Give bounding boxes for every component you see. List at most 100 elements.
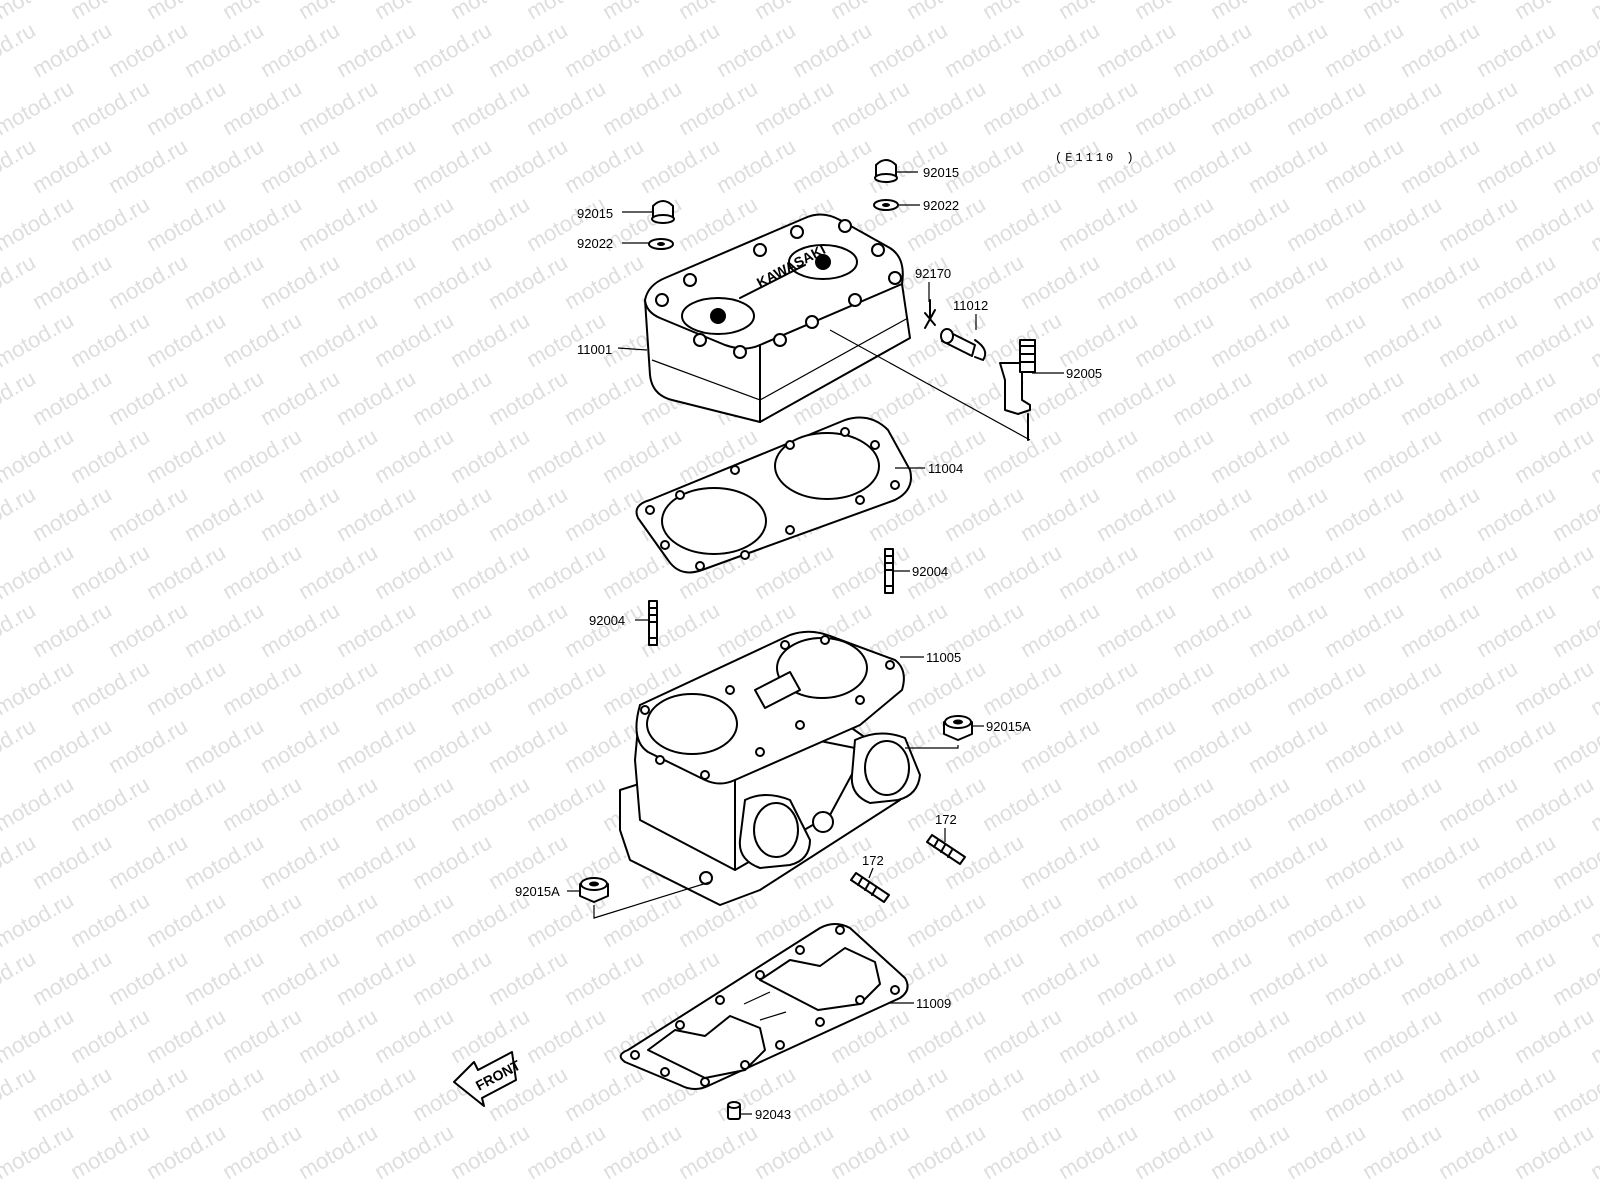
- watermark-text: motod.ru: [1434, 1119, 1522, 1184]
- nut-92015-left[interactable]: [651, 200, 675, 224]
- watermark-text: motod.ru: [1358, 423, 1446, 488]
- watermark-text: motod.ru: [864, 365, 952, 430]
- watermark-text: motod.ru: [408, 365, 496, 430]
- head-gasket[interactable]: [635, 416, 912, 574]
- bolt-hole: [695, 561, 705, 571]
- label-92004-right: 92004: [912, 564, 948, 579]
- nut-92015A-left[interactable]: [579, 877, 609, 903]
- watermark-text: motod.ru: [294, 0, 382, 24]
- watermark-text: motod.ru: [1510, 539, 1598, 604]
- watermark-text: motod.ru: [28, 713, 116, 778]
- watermark-text: motod.ru: [902, 655, 990, 720]
- watermark-text: motod.ru: [294, 423, 382, 488]
- watermark-text: motod.ru: [218, 191, 306, 256]
- watermark-text: motod.ru: [408, 17, 496, 82]
- stud-172-right[interactable]: [926, 834, 966, 865]
- label-11009: 11009: [916, 996, 951, 1011]
- nut-92015-right[interactable]: [874, 159, 898, 183]
- watermark-text: motod.ru: [66, 539, 154, 604]
- nut-92015A-right[interactable]: [943, 715, 973, 741]
- watermark-text: motod.ru: [370, 887, 458, 952]
- watermark-text: motod.ru: [1358, 1003, 1446, 1068]
- watermark-text: motod.ru: [1168, 481, 1256, 546]
- watermark-text: motod.ru: [0, 307, 78, 372]
- assembly-line-head-fitting: [829, 329, 1031, 441]
- watermark-text: motod.ru: [1092, 1061, 1180, 1126]
- watermark-text: motod.ru: [256, 481, 344, 546]
- watermark-text: motod.ru: [940, 17, 1028, 82]
- watermark-text: motod.ru: [1320, 1061, 1408, 1126]
- watermark-text: motod.ru: [1510, 887, 1598, 952]
- label-11012: 11012: [953, 298, 988, 313]
- watermark-text: motod.ru: [1396, 365, 1484, 430]
- watermark-text: motod.ru: [1396, 945, 1484, 1010]
- watermark-text: motod.ru: [598, 75, 686, 140]
- watermark-text: motod.ru: [1016, 17, 1104, 82]
- watermark-text: motod.ru: [940, 1061, 1028, 1126]
- clip-92170[interactable]: [924, 299, 936, 329]
- watermark-text: motod.ru: [256, 249, 344, 314]
- watermark-text: motod.ru: [902, 1003, 990, 1068]
- watermark-text: motod.ru: [142, 771, 230, 836]
- bolt-hole: [855, 495, 865, 505]
- watermark-text: motod.ru: [636, 133, 724, 198]
- label-92015-right: 92015: [923, 165, 959, 180]
- dowel-92043[interactable]: [727, 1101, 741, 1120]
- watermark-text: motod.ru: [1510, 423, 1598, 488]
- watermark-text: motod.ru: [332, 365, 420, 430]
- watermark-text: motod.ru: [1054, 75, 1142, 140]
- watermark-text: motod.ru: [1396, 713, 1484, 778]
- stud-92004-left[interactable]: [648, 600, 658, 646]
- watermark-text: motod.ru: [28, 945, 116, 1010]
- fitting-92005[interactable]: [999, 339, 1036, 441]
- bolt-hole: [755, 970, 765, 980]
- watermark-text: motod.ru: [446, 655, 534, 720]
- label-92170: 92170: [915, 266, 951, 281]
- watermark-text: motod.ru: [522, 655, 610, 720]
- watermark-text: motod.ru: [294, 887, 382, 952]
- watermark-text: motod.ru: [1282, 887, 1370, 952]
- watermark-text: motod.ru: [560, 945, 648, 1010]
- watermark-text: motod.ru: [674, 1119, 762, 1184]
- valve-11012[interactable]: [940, 328, 987, 361]
- watermark-text: motod.ru: [180, 829, 268, 894]
- bolt-hole: [693, 333, 707, 347]
- label-172-right: 172: [935, 812, 957, 827]
- watermark-text: motod.ru: [1472, 713, 1560, 778]
- watermark-text: motod.ru: [1206, 655, 1294, 720]
- watermark-text: motod.ru: [1130, 75, 1218, 140]
- stud-172-center[interactable]: [850, 872, 890, 903]
- watermark-text: motod.ru: [598, 887, 686, 952]
- watermark-text: motod.ru: [978, 191, 1066, 256]
- watermark-text: motod.ru: [1358, 539, 1446, 604]
- watermark-text: motod.ru: [180, 597, 268, 662]
- watermark-text: motod.ru: [1130, 191, 1218, 256]
- watermark-text: motod.ru: [1244, 945, 1332, 1010]
- watermark-text: motod.ru: [1092, 597, 1180, 662]
- stud-92004-right[interactable]: [884, 548, 894, 594]
- watermark-text: motod.ru: [1244, 249, 1332, 314]
- washer-92022-left[interactable]: [648, 238, 674, 250]
- watermark-text: motod.ru: [66, 655, 154, 720]
- watermark-text: motod.ru: [560, 249, 648, 314]
- bolt-hole: [871, 243, 885, 257]
- watermark-text: motod.ru: [902, 1119, 990, 1184]
- watermark-text: motod.ru: [1472, 1061, 1560, 1126]
- watermark-text: motod.ru: [522, 1119, 610, 1184]
- watermark-text: motod.ru: [1472, 945, 1560, 1010]
- washer-92022-right[interactable]: [873, 199, 899, 211]
- watermark-text: motod.ru: [1092, 481, 1180, 546]
- watermark-text: motod.ru: [332, 829, 420, 894]
- watermark-text: motod.ru: [446, 423, 534, 488]
- watermark-text: motod.ru: [1320, 133, 1408, 198]
- watermark-text: motod.ru: [1358, 191, 1446, 256]
- watermark-text: motod.ru: [1548, 597, 1600, 662]
- watermark-text: motod.ru: [104, 713, 192, 778]
- watermark-text: motod.ru: [256, 365, 344, 430]
- diagram-code: (E1110 ): [1055, 151, 1137, 165]
- cylinder-block[interactable]: [619, 630, 921, 906]
- base-gasket[interactable]: [619, 923, 909, 1090]
- watermark-text: motod.ru: [218, 1119, 306, 1184]
- bolt-hole: [855, 995, 865, 1005]
- watermark-text: motod.ru: [446, 539, 534, 604]
